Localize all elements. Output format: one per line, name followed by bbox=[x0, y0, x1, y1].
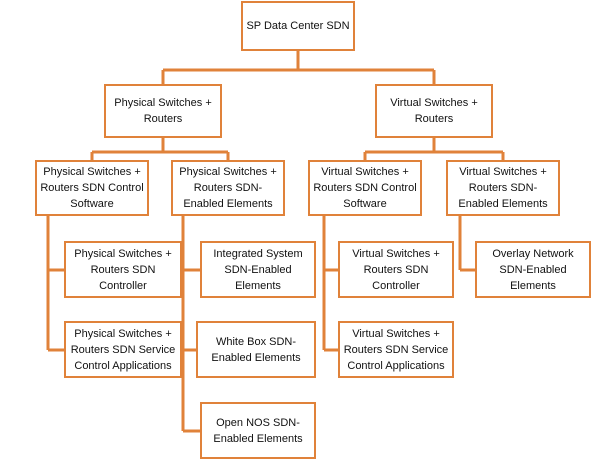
node-virt-sdn-control-software: Virtual Switches + Routers SDN Control S… bbox=[308, 160, 422, 216]
node-integrated-system-sdn-enabled: Integrated System SDN-Enabled Elements bbox=[200, 241, 316, 298]
node-virt-sdn-controller: Virtual Switches + Routers SDN Controlle… bbox=[338, 241, 454, 298]
node-sp-data-center-sdn: SP Data Center SDN bbox=[241, 1, 355, 51]
node-phys-sdn-enabled-elements: Physical Switches + Routers SDN- Enabled… bbox=[171, 160, 285, 216]
node-open-nos-sdn-enabled: Open NOS SDN- Enabled Elements bbox=[200, 402, 316, 459]
node-virt-sdn-service-control-apps: Virtual Switches + Routers SDN Service C… bbox=[338, 321, 454, 378]
node-overlay-network-sdn-enabled: Overlay Network SDN-Enabled Elements bbox=[475, 241, 591, 298]
node-physical-switches-routers: Physical Switches + Routers bbox=[104, 84, 222, 138]
node-virt-sdn-enabled-elements: Virtual Switches + Routers SDN- Enabled … bbox=[446, 160, 560, 216]
node-virtual-switches-routers: Virtual Switches + Routers bbox=[375, 84, 493, 138]
node-phys-sdn-control-software: Physical Switches + Routers SDN Control … bbox=[35, 160, 149, 216]
node-phys-sdn-controller: Physical Switches + Routers SDN Controll… bbox=[64, 241, 182, 298]
node-white-box-sdn-enabled: White Box SDN- Enabled Elements bbox=[196, 321, 316, 378]
node-phys-sdn-service-control-apps: Physical Switches + Routers SDN Service … bbox=[64, 321, 182, 378]
